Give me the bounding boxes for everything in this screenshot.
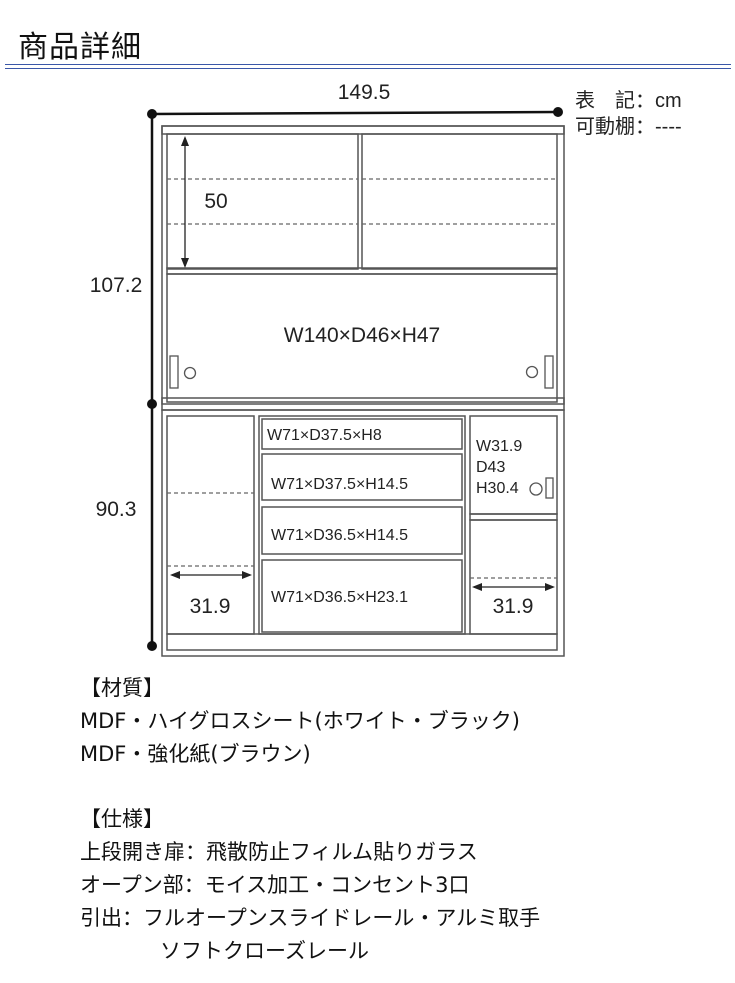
left-knob-icon (183, 366, 197, 380)
shelf-spacing-arrow-head-top (181, 136, 189, 146)
right-width-arrow-head-left (472, 583, 482, 591)
right-door-height: H30.4 (476, 480, 519, 497)
drawer-2-size: W71×D37.5×H14.5 (271, 476, 408, 493)
upper-right-glass-door (361, 133, 558, 270)
right-door-depth: D43 (476, 459, 505, 476)
right-door-width: W31.9 (476, 438, 522, 455)
drawer-3-size: W71×D36.5×H14.5 (271, 527, 408, 544)
upper-left-glass-door (166, 133, 359, 270)
right-door-handle (545, 477, 554, 499)
drawer-2 (261, 453, 463, 501)
material-line-2: MDF・強化紙(ブラウン) (80, 742, 311, 766)
drawer-3 (261, 506, 463, 555)
lower-cabinet-frame (161, 409, 565, 657)
upper-cabinet-frame (161, 125, 565, 405)
spec-line-3: 引出：フルオープンスライドレール・アルミ取手 (80, 906, 541, 930)
drawer-1-size: W71×D37.5×H8 (267, 427, 382, 444)
total-width-label: 149.5 (338, 81, 391, 104)
right-knob-icon (525, 365, 539, 379)
title-underline-thin (5, 68, 731, 69)
spec-line-2: オープン部：モイス加工・コンセント3口 (80, 873, 470, 897)
spec-line-continuation: ソフトクローズレール (160, 939, 369, 963)
shelf-spacing-arrow-head-bottom (181, 258, 189, 268)
drawer-4 (261, 559, 463, 633)
right-fixed-shelf (469, 513, 558, 521)
shelf-legend: 可動棚：---- (575, 115, 682, 138)
lower-height-label: 90.3 (96, 498, 137, 521)
page-title: 商品詳細 (18, 30, 142, 65)
upper-height-label: 107.2 (90, 274, 143, 297)
left-slide-handle (169, 355, 179, 389)
plinth (166, 633, 558, 651)
shelf-spacing-label: 50 (204, 190, 227, 213)
spacer (80, 771, 540, 803)
height-dimension-dot-middle (147, 399, 157, 409)
title-underline (5, 64, 731, 65)
product-notes: 【材質】 MDF・ハイグロスシート(ホワイト・ブラック) MDF・強化紙(ブラウ… (80, 672, 540, 968)
spec-heading: 【仕様】 (80, 807, 164, 831)
open-compartment (166, 273, 558, 403)
width-dimension-line (151, 110, 559, 116)
right-door-knob-icon (529, 482, 543, 496)
material-line-1: MDF・ハイグロスシート(ホワイト・ブラック) (80, 709, 520, 733)
drawer-4-size: W71×D36.5×H23.1 (271, 589, 408, 606)
right-width-arrow-head-right (545, 583, 555, 591)
left-width-label: 31.9 (190, 595, 231, 618)
left-width-arrow-head-left (170, 571, 180, 579)
right-slide-handle (544, 355, 554, 389)
left-width-arrow-head-right (242, 571, 252, 579)
drawer-1 (261, 418, 463, 450)
width-dimension-dot-right (553, 107, 563, 117)
spec-line-1: 上段開き扉：飛散防止フィルム貼りガラス (80, 840, 478, 864)
unit-legend: 表 記：cm (575, 89, 682, 112)
upper-cabinet-size: W140×D46×H47 (284, 324, 440, 347)
material-heading: 【材質】 (80, 676, 164, 700)
height-dimension-dot-bottom (147, 641, 157, 651)
upper-top-board (161, 125, 565, 135)
cabinet-diagram: 149.5 107.2 90.3 表 記：cm 可動棚：---- (90, 81, 682, 657)
right-width-label: 31.9 (493, 595, 534, 618)
